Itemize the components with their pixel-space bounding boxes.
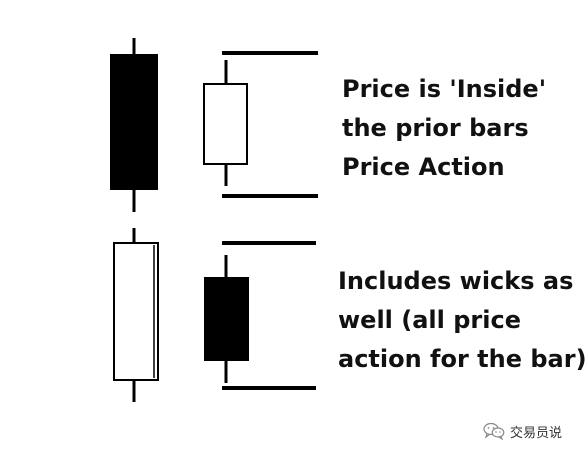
- watermark: 交易员说: [483, 421, 562, 441]
- watermark-text: 交易员说: [510, 425, 563, 441]
- caption-includes-wicks-line-1: Includes wicks as: [338, 267, 574, 295]
- inside-bullish-candle: [203, 60, 248, 186]
- prior-bearish-candle: [110, 38, 158, 212]
- caption-inside-price: Price is 'Inside' the prior bars Price A…: [342, 70, 546, 187]
- caption-inside-price-line-3: Price Action: [342, 153, 505, 181]
- prior-bullish-candle: [113, 228, 159, 402]
- prior-bearish-candle-body: [110, 54, 158, 190]
- prior-bullish-candle-body: [113, 242, 159, 381]
- inside-bearish-candle: [204, 255, 249, 383]
- inside-bullish-candle-body: [203, 83, 248, 165]
- caption-inside-price-line-2: the prior bars: [342, 114, 529, 142]
- caption-inside-price-line-1: Price is 'Inside': [342, 75, 547, 103]
- wechat-icon: [483, 422, 505, 440]
- caption-includes-wicks-line-3: action for the bar): [338, 345, 587, 373]
- caption-includes-wicks: Includes wicks as well (all price action…: [338, 262, 587, 379]
- caption-includes-wicks-line-2: well (all price: [338, 306, 521, 334]
- inside-bearish-candle-body: [204, 277, 249, 361]
